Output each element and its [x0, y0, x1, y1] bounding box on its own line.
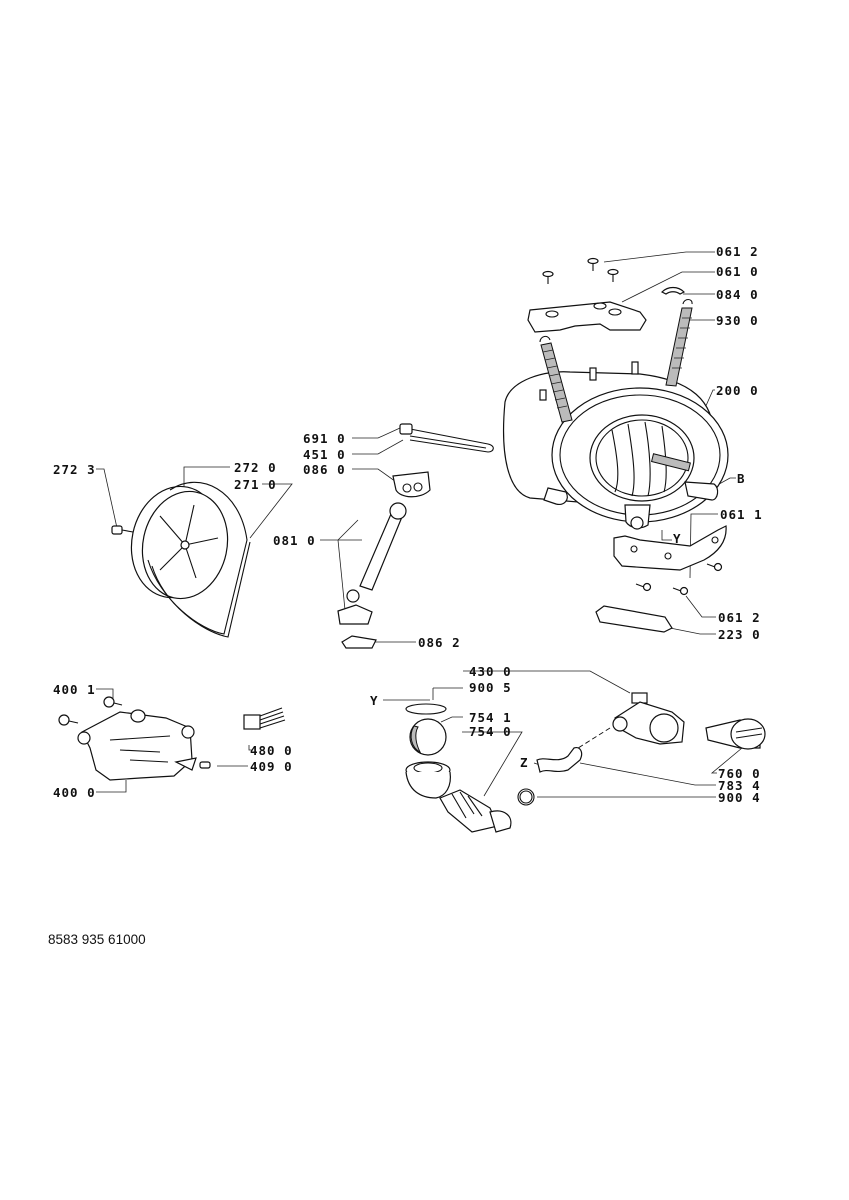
part-label-7540: 754 0 [469, 724, 512, 739]
part-label-4510: 451 0 [303, 447, 346, 462]
part-label-9300: 930 0 [716, 313, 759, 328]
tub-assembly [502, 361, 729, 530]
pump-hose-connection [574, 727, 611, 751]
part-label-4001: 400 1 [53, 682, 96, 697]
ring-and-ball [405, 703, 447, 756]
document-id: 8583 935 61000 [48, 932, 146, 947]
part-label-0612: 061 2 [716, 244, 759, 259]
part-label-7541: 754 1 [469, 710, 512, 725]
heater [399, 423, 494, 453]
part-label-Y-lower: Y [370, 693, 379, 708]
part-label-7834: 783 4 [718, 778, 761, 793]
sump-and-hose [405, 761, 512, 833]
part-label-0862: 086 2 [418, 635, 461, 650]
part-label-2723: 272 3 [53, 462, 96, 477]
bolt-2723 [111, 525, 134, 535]
part-label-2000: 200 0 [716, 383, 759, 398]
screws-bottom [635, 562, 723, 596]
part-label-4800: 480 0 [250, 743, 293, 758]
damper [337, 471, 431, 649]
part-label-2720: 272 0 [234, 460, 277, 475]
drum-paddle [595, 605, 673, 633]
part-label-0860: 086 0 [303, 462, 346, 477]
clip-084 [660, 286, 686, 295]
screws-top [542, 257, 619, 284]
filter-cap [705, 718, 766, 750]
part-label-2230: 223 0 [718, 627, 761, 642]
part-label-Z: Z [520, 755, 529, 770]
part-label-4000: 400 0 [53, 785, 96, 800]
part-label-0610: 061 0 [716, 264, 759, 279]
hose-z [536, 747, 583, 773]
part-label-2710: 271 0 [234, 477, 277, 492]
part-label-Y: Y [673, 531, 682, 546]
part-label-0612-lower: 061 2 [718, 610, 761, 625]
part-label-6910: 691 0 [303, 431, 346, 446]
carbon-brush [243, 707, 286, 730]
drain-pump [612, 692, 685, 745]
lower-bracket [613, 525, 727, 571]
part-label-4090: 409 0 [250, 759, 293, 774]
clamp-9004 [517, 788, 535, 806]
part-label-0810: 081 0 [273, 533, 316, 548]
part-label-0840: 084 0 [716, 287, 759, 302]
top-bracket [527, 301, 647, 333]
part-label-9005: 900 5 [469, 680, 512, 695]
springs [539, 298, 693, 423]
part-label-B: B [737, 471, 746, 486]
part-label-4300: 430 0 [469, 664, 512, 679]
motor [58, 696, 211, 781]
part-label-7600: 760 0 [718, 766, 761, 781]
part-label-0611: 061 1 [720, 507, 763, 522]
part-label-9004: 900 4 [718, 790, 761, 805]
pulley-and-belt [130, 481, 251, 638]
